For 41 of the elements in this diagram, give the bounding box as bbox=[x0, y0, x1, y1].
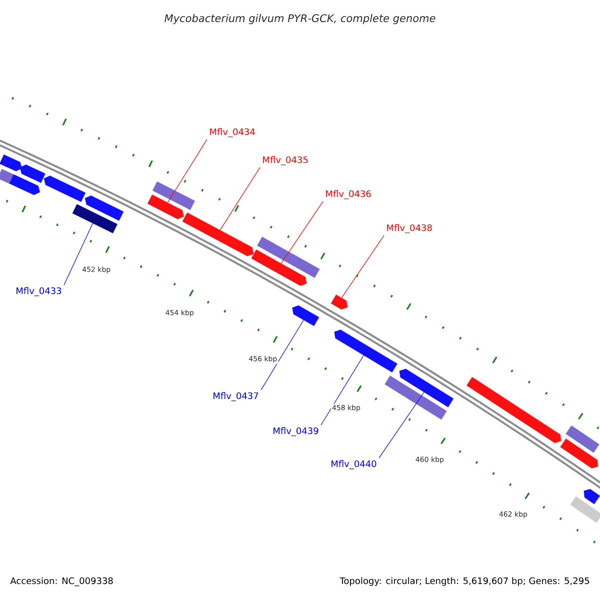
gene-feature bbox=[44, 176, 86, 202]
gene-label: Mflv_0436 bbox=[326, 190, 371, 200]
gene-label: Mflv_0434 bbox=[210, 128, 255, 138]
gene-label: Mflv_0433 bbox=[16, 287, 62, 296]
gene-feature bbox=[0, 168, 14, 184]
footer-text: Topology: circular; Length: 5,619,607 bp; Genes: 5,295 bbox=[340, 577, 590, 586]
title: Mycobacterium gilvum PYR-GCK, complete genome bbox=[164, 14, 436, 24]
gene-feature bbox=[399, 368, 454, 408]
footer-text: Accession: NC_009338 bbox=[10, 577, 113, 586]
gene-feature bbox=[384, 376, 447, 420]
gene-label: Mflv_0438 bbox=[387, 224, 432, 234]
gene-feature bbox=[72, 204, 118, 234]
gene-feature bbox=[147, 194, 184, 220]
gene-label: Mflv_0437 bbox=[214, 392, 258, 402]
gene-feature bbox=[292, 305, 320, 326]
gene-label: Mflv_0440 bbox=[332, 460, 376, 470]
gene-label: Mflv_0439 bbox=[274, 427, 318, 436]
gene-feature bbox=[257, 236, 320, 278]
gene-feature bbox=[84, 195, 124, 221]
gene-label: Mflv_0435 bbox=[263, 156, 308, 166]
gene-feature bbox=[566, 425, 600, 453]
gene-feature bbox=[570, 496, 600, 523]
gene-feature bbox=[334, 330, 398, 372]
leader-line bbox=[64, 223, 94, 286]
gene-feature bbox=[584, 489, 600, 504]
gene-feature bbox=[330, 294, 348, 310]
leader-line bbox=[220, 167, 260, 230]
leader-line bbox=[167, 139, 208, 203]
gene-feature bbox=[9, 174, 40, 196]
gene-feature bbox=[182, 212, 254, 256]
gene-feature bbox=[20, 164, 46, 183]
leader-line bbox=[320, 355, 364, 426]
gene-feature bbox=[466, 376, 562, 444]
leader-line bbox=[280, 201, 324, 264]
gene-feature bbox=[251, 249, 307, 286]
gene-feature bbox=[560, 438, 598, 468]
leader-line bbox=[260, 320, 304, 390]
leader-line bbox=[378, 392, 424, 458]
gene-feature bbox=[152, 181, 195, 210]
leader-line bbox=[341, 235, 384, 298]
gene-feature bbox=[0, 154, 22, 172]
